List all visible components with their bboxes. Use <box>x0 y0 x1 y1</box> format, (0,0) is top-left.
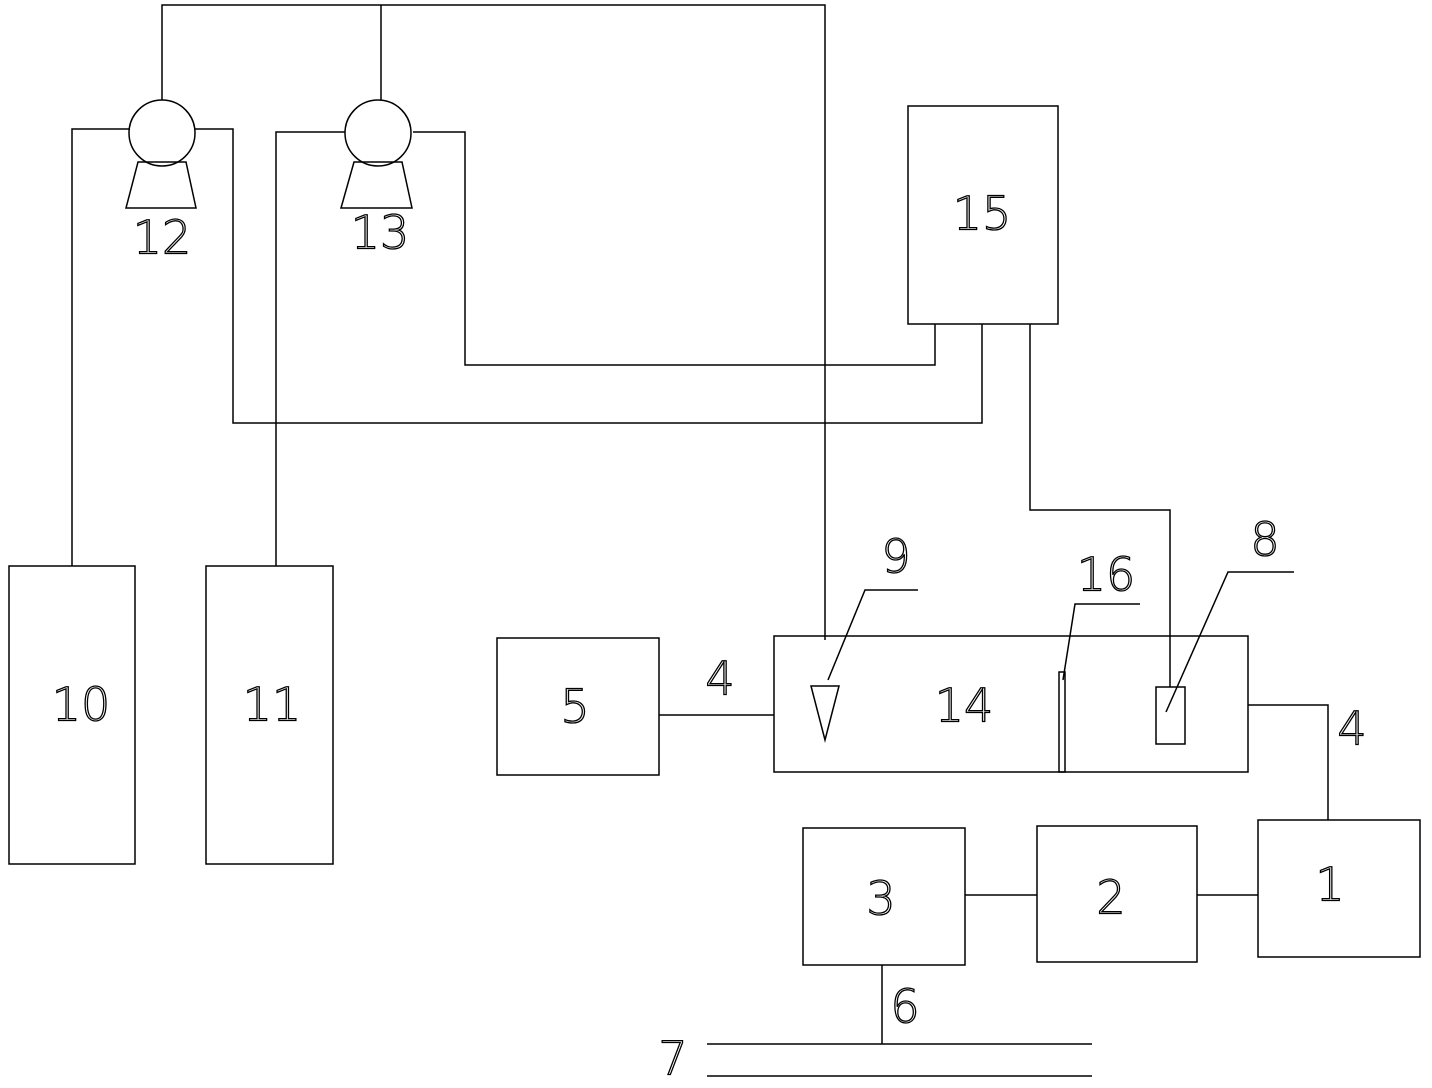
line-10-to-pump-12 <box>71 128 130 566</box>
box-15 <box>907 105 1059 325</box>
label-2: 2 <box>1096 871 1125 925</box>
line-pump-13-to-15 <box>413 131 936 366</box>
label-5: 5 <box>560 680 589 734</box>
sensor-8 <box>1155 686 1186 745</box>
leader-lines <box>827 571 1294 713</box>
label-pipe-4-left: 4 <box>705 652 734 706</box>
label-6: 6 <box>890 980 919 1034</box>
label-15: 15 <box>953 187 1012 241</box>
label-13: 13 <box>351 206 410 260</box>
line-15-to-sensor-8 <box>1029 324 1171 687</box>
label-16: 16 <box>1077 548 1136 602</box>
label-10: 10 <box>52 678 111 732</box>
pipe-14-to-1 <box>1248 704 1329 820</box>
label-9: 9 <box>881 530 910 584</box>
tank-11 <box>205 565 334 865</box>
box-3 <box>802 827 966 966</box>
label-11: 11 <box>243 678 302 732</box>
label-12: 12 <box>133 211 192 265</box>
label-14: 14 <box>935 679 994 733</box>
label-pipe-4-right: 4 <box>1337 702 1366 756</box>
divider-16 <box>1058 671 1066 773</box>
top-bus-line <box>161 4 826 640</box>
label-3: 3 <box>866 872 895 926</box>
chamber-14 <box>773 635 1249 773</box>
line-11-to-pump-13 <box>275 131 345 566</box>
label-8: 8 <box>1250 513 1279 567</box>
nozzle-9 <box>810 685 840 743</box>
box-2 <box>1036 825 1198 963</box>
line-pump-12-to-15 <box>194 128 983 424</box>
pump-13 <box>340 99 413 209</box>
label-1: 1 <box>1315 858 1344 912</box>
box-5 <box>496 637 660 776</box>
pump-12 <box>125 99 197 209</box>
tank-10 <box>8 565 136 865</box>
connection-lines <box>71 4 1329 1077</box>
box-1 <box>1257 819 1421 958</box>
label-7: 7 <box>658 1032 687 1086</box>
